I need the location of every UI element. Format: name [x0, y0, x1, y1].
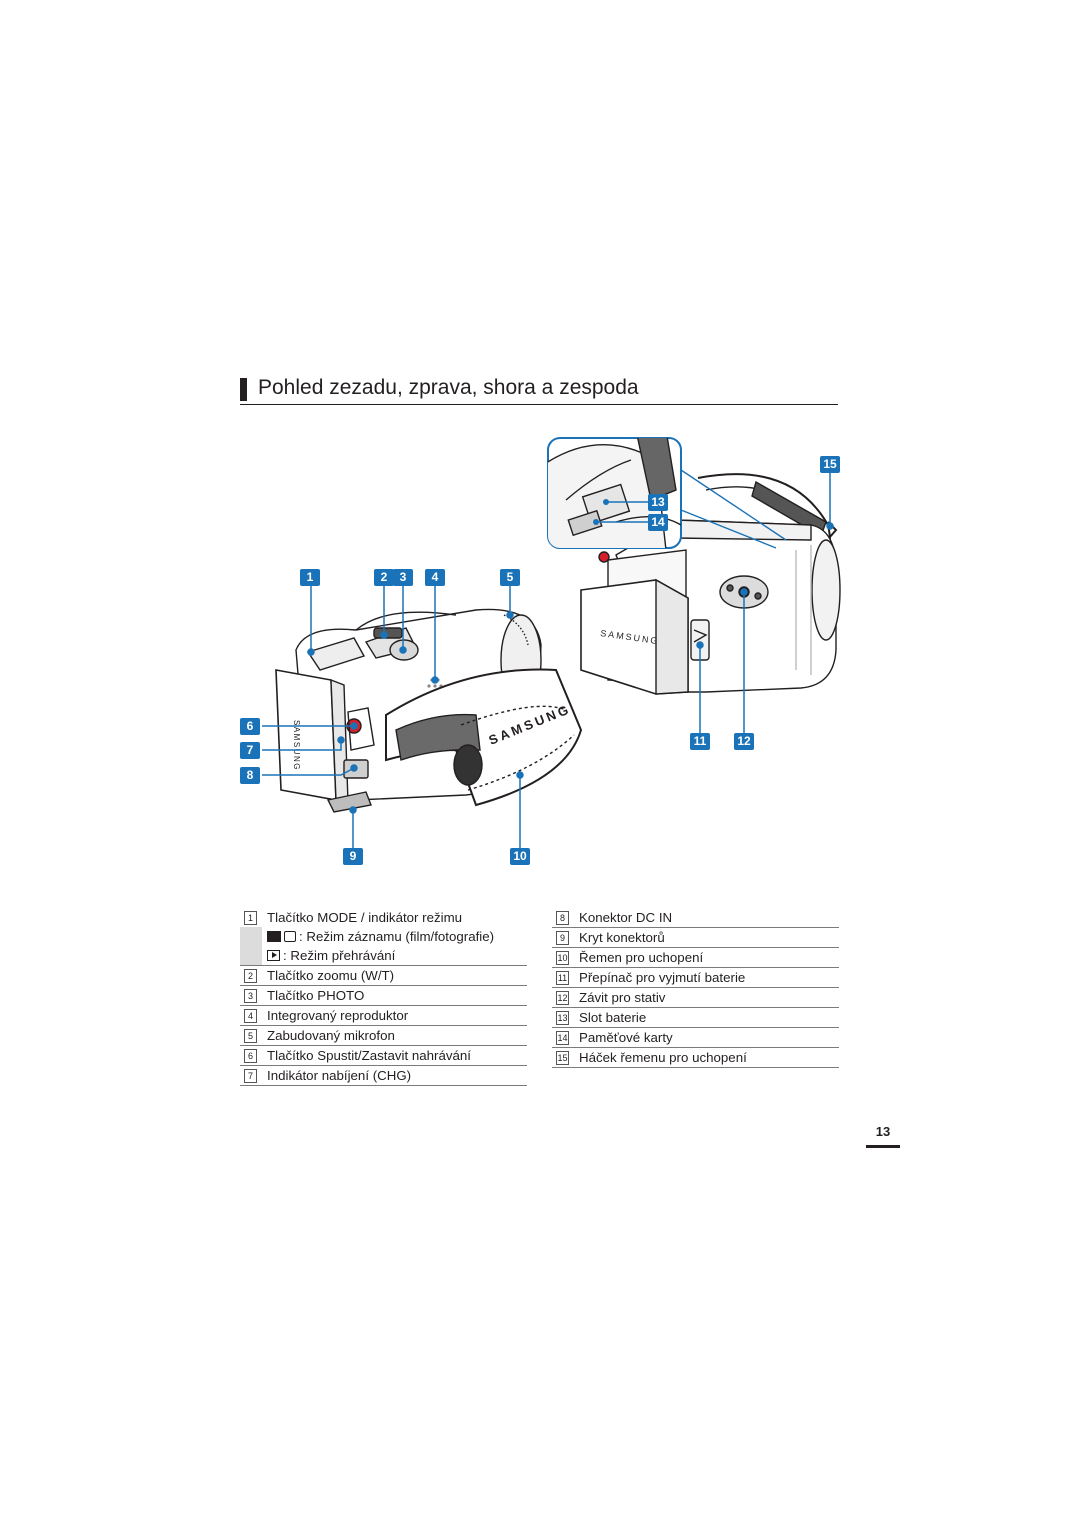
rear-battery-brand-mark: SAMSUNG	[292, 720, 301, 771]
callout-12: 12	[734, 733, 754, 750]
legend-text: Háček řemenu pro uchopení	[579, 1050, 747, 1065]
legend-text: Paměťové karty	[579, 1030, 673, 1045]
callout-3: 3	[393, 569, 413, 586]
legend-item: 13 Slot baterie	[552, 1008, 839, 1028]
indent-shading	[240, 946, 262, 965]
legend-text: Indikátor nabíjení (CHG)	[267, 1068, 412, 1083]
legend-number: 2	[244, 969, 257, 983]
legend-text: Tlačítko zoomu (W/T)	[267, 968, 395, 983]
legend-text: Tlačítko Spustit/Zastavit nahrávání	[267, 1048, 471, 1063]
indent-shading	[240, 927, 262, 946]
callout-4: 4	[425, 569, 445, 586]
callout-7: 7	[240, 742, 260, 759]
legend-item: 14 Paměťové karty	[552, 1028, 839, 1048]
legend-text: Konektor DC IN	[579, 910, 673, 925]
legend-number: 8	[556, 911, 569, 925]
memory-card-slot-inset	[547, 437, 787, 549]
camcorder-bottom-view: SAMSUNG	[580, 473, 841, 695]
section-heading: Pohled zezadu, zprava, shora a zespoda	[240, 374, 838, 405]
legend-subitem: : Režim přehrávání	[240, 946, 527, 966]
legend-text: Řemen pro uchopení	[579, 950, 704, 965]
legend-text: Zabudovaný mikrofon	[267, 1028, 395, 1043]
legend-number: 4	[244, 1009, 257, 1023]
legend-item: 12 Závit pro stativ	[552, 988, 839, 1008]
callout-14: 14	[648, 514, 668, 531]
callout-1: 1	[300, 569, 320, 586]
legend-item: 9 Kryt konektorů	[552, 928, 839, 948]
legend-item: 1 Tlačítko MODE / indikátor režimu	[240, 908, 527, 927]
callout-15: 15	[820, 456, 840, 473]
legend-left: 1 Tlačítko MODE / indikátor režimu : Rež…	[240, 908, 527, 1086]
camcorder-illustration: SAMSUNG	[236, 430, 846, 870]
legend-text: Slot baterie	[579, 1010, 647, 1025]
legend-text: Tlačítko MODE / indikátor režimu	[267, 910, 463, 925]
legend-number: 5	[244, 1029, 257, 1043]
legend-number: 10	[556, 951, 569, 965]
page-number-rule	[866, 1145, 900, 1148]
legend-subitem: : Režim záznamu (film/fotografie)	[240, 927, 527, 946]
legend-item: 4 Integrovaný reproduktor	[240, 1006, 527, 1026]
page-number: 13	[875, 1124, 891, 1139]
legend-number: 12	[556, 991, 569, 1005]
callout-10: 10	[510, 848, 530, 865]
heading-bar	[240, 378, 247, 401]
camcorder-rear-view: SAMSUNG SAMSUNG	[275, 608, 583, 813]
playback-icon	[267, 950, 280, 961]
photo-camera-icon	[284, 931, 296, 942]
legend-text: Integrovaný reproduktor	[267, 1008, 409, 1023]
legend-item: 5 Zabudovaný mikrofon	[240, 1026, 527, 1046]
legend-number: 7	[244, 1069, 257, 1083]
legend-number: 1	[244, 911, 257, 925]
legend-number: 11	[556, 971, 569, 985]
callout-11: 11	[690, 733, 710, 750]
legend-item: 8 Konektor DC IN	[552, 908, 839, 928]
legend-right: 8 Konektor DC IN 9 Kryt konektorů 10 Řem…	[552, 908, 839, 1068]
legend-item: 3 Tlačítko PHOTO	[240, 986, 527, 1006]
legend-item: 2 Tlačítko zoomu (W/T)	[240, 966, 527, 986]
legend-item: 11 Přepínač pro vyjmutí baterie	[552, 968, 839, 988]
legend-item: 7 Indikátor nabíjení (CHG)	[240, 1066, 527, 1086]
legend-number: 3	[244, 989, 257, 1003]
callout-6: 6	[240, 718, 260, 735]
legend-text: Závit pro stativ	[579, 990, 666, 1005]
callout-2: 2	[374, 569, 394, 586]
legend-item: 10 Řemen pro uchopení	[552, 948, 839, 968]
callout-leader-lines	[262, 472, 834, 850]
legend-text: Kryt konektorů	[579, 930, 665, 945]
movie-camera-icon	[267, 931, 281, 942]
legend-text: : Režim přehrávání	[283, 948, 396, 963]
legend-text: Tlačítko PHOTO	[267, 988, 365, 1003]
callout-9: 9	[343, 848, 363, 865]
legend-number: 9	[556, 931, 569, 945]
legend-number: 13	[556, 1011, 569, 1025]
legend-item: 6 Tlačítko Spustit/Zastavit nahrávání	[240, 1046, 527, 1066]
legend-item: 15 Háček řemenu pro uchopení	[552, 1048, 839, 1068]
page-title: Pohled zezadu, zprava, shora a zespoda	[258, 376, 639, 399]
legend-number: 14	[556, 1031, 569, 1045]
legend-number: 15	[556, 1051, 569, 1065]
camcorder-drawing: SAMSUNG	[262, 437, 841, 850]
legend-text: : Režim záznamu (film/fotografie)	[299, 929, 495, 944]
callout-13: 13	[648, 494, 668, 511]
callout-8: 8	[240, 767, 260, 784]
callout-5: 5	[500, 569, 520, 586]
legend-text: Přepínač pro vyjmutí baterie	[579, 970, 746, 985]
legend-number: 6	[244, 1049, 257, 1063]
